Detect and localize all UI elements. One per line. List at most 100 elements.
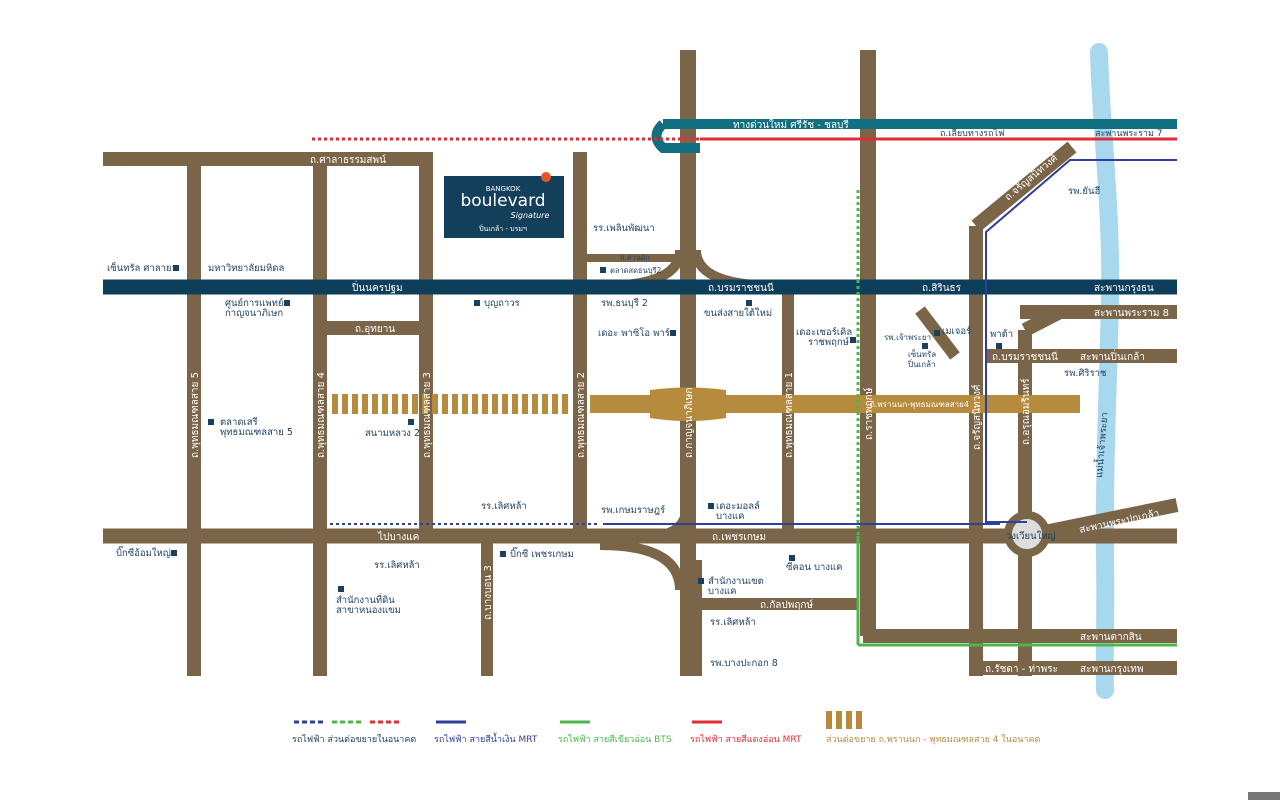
- chao-phraya-river: [1090, 43, 1120, 699]
- label-charan: ถ.จรัญสนิทวงศ์: [971, 384, 983, 450]
- svg-text:ปิ่นเกล้า - บรมฯ: ปิ่นเกล้า - บรมฯ: [479, 224, 527, 233]
- svg-text:บุญถาวร: บุญถาวร: [484, 298, 520, 309]
- svg-text:เมเจอร์: เมเจอร์: [942, 325, 971, 337]
- label-pm3: ถ.พุทธมณฑลสาย 3: [422, 372, 433, 458]
- label-wongwian-yai: วงเวียนใหญ่: [1006, 530, 1056, 542]
- label-pm2: ถ.พุทธมณฑลสาย 2: [576, 372, 587, 458]
- extension-stripe: [492, 394, 498, 414]
- label-kanchanaphisek: ถ.กาญจนาภิเษก: [684, 388, 695, 458]
- svg-text:รร.เพลินพัฒนา: รร.เพลินพัฒนา: [593, 223, 655, 234]
- extension-stripe: [422, 394, 428, 414]
- svg-text:บิ๊กซี เพชรเกษม: บิ๊กซี เพชรเกษม: [510, 546, 574, 560]
- label-bridge-krungthon: สะพานกรุงธน: [1094, 283, 1154, 294]
- extension-stripe: [462, 394, 468, 414]
- label-pm1: ถ.พุทธมณฑลสาย 1: [784, 372, 795, 458]
- wongwian-yai-circle: [1004, 511, 1050, 557]
- label-pm5: ถ.พุทธมณฑลสาย 5: [190, 372, 201, 458]
- svg-text:เซ็นทรัล: เซ็นทรัล: [908, 349, 936, 359]
- svg-text:รพ.เจ้าพระยา: รพ.เจ้าพระยา: [884, 333, 931, 342]
- svg-text:รพ.บางปะกอก 8: รพ.บางปะกอก 8: [710, 658, 778, 669]
- svg-text:boulevard: boulevard: [460, 191, 545, 211]
- label-pin-nakhon: ปิ่นนครปฐม: [351, 280, 402, 294]
- svg-text:รพ.เกษมราษฎร์: รพ.เกษมราษฎร์: [601, 504, 665, 516]
- label-ratchada-thaphra: ถ.รัชดา - ท่าพระ: [985, 664, 1058, 675]
- label-bridge-pinklao: สะพานปิ่นเกล้า: [1080, 349, 1145, 363]
- label-phran-nok: ถ.พรานนก-พุทธมณฑลสาย4: [870, 400, 969, 409]
- svg-text:สำนักงานเขต: สำนักงานเขต: [708, 576, 764, 587]
- svg-text:BANGKOK: BANGKOK: [486, 185, 521, 193]
- svg-text:เซ็นทรัล ศาลายา: เซ็นทรัล ศาลายา: [107, 261, 177, 274]
- extension-stripe: [332, 394, 338, 414]
- label-bridge-rama7: สะพานพระราม 7: [1095, 129, 1162, 139]
- label-bridge-taksin: สะพานตากสิน: [1080, 632, 1142, 643]
- label-phetkasem: ถ.เพชรเกษม: [712, 532, 766, 543]
- svg-text:บางแค: บางแค: [708, 586, 736, 597]
- extension-stripe: [402, 394, 408, 414]
- svg-text:พาต้า: พาต้า: [990, 329, 1013, 340]
- extension-stripe: [472, 394, 478, 414]
- extension-stripe: [452, 394, 458, 414]
- extension-stripe: [542, 394, 548, 414]
- svg-text:สนามหลวง 2: สนามหลวง 2: [365, 428, 420, 439]
- mrt-blue-line: [603, 159, 1177, 525]
- svg-text:รถไฟฟ้า สายสีแดงอ่อน MRT: รถไฟฟ้า สายสีแดงอ่อน MRT: [690, 734, 802, 745]
- svg-text:สาขาหนองแขม: สาขาหนองแขม: [336, 605, 401, 616]
- svg-text:ตลาดเสรี: ตลาดเสรี: [220, 416, 258, 428]
- svg-text:Signature: Signature: [511, 211, 550, 220]
- extension-stripe: [382, 394, 388, 414]
- extension-stripe: [562, 394, 568, 414]
- extension-stripe: [482, 394, 488, 414]
- extension-stripe: [522, 394, 528, 414]
- svg-text:รถไฟฟ้า สายสีเขียวอ่อน BTS: รถไฟฟ้า สายสีเขียวอ่อน BTS: [558, 734, 672, 745]
- svg-text:รร.เลิศหล้า: รร.เลิศหล้า: [481, 501, 527, 512]
- label-charansanitwong: ถ.จรัญสนิทวงศ์: [1002, 152, 1060, 204]
- svg-text:เดอะมอลล์: เดอะมอลล์: [716, 500, 760, 512]
- svg-text:ตลาดสดธนบุรี2: ตลาดสดธนบุรี2: [610, 266, 661, 275]
- svg-text:รถไฟฟ้า ส่วนต่อขยายในอนาคต: รถไฟฟ้า ส่วนต่อขยายในอนาคต: [292, 734, 416, 745]
- road-network: [103, 50, 1179, 676]
- poi-labels: เซ็นทรัล ศาลายา มหาวิทยาลัยมหิดล ศูนย์กา…: [107, 185, 1107, 669]
- label-bridge-rama8: สะพานพระราม 8: [1094, 308, 1169, 319]
- svg-text:ส่วนต่อขยาย ถ.พรานนก - พุทธมณฑ: ส่วนต่อขยาย ถ.พรานนก - พุทธมณฑลสาย 4 ในอ…: [826, 734, 1040, 745]
- label-rail-side: ถ.เลียบทางรถไฟ: [940, 128, 1004, 139]
- label-arun: ถ.อรุณอมรินทร์: [1020, 378, 1032, 445]
- svg-text:รพ.ยันฮี: รพ.ยันฮี: [1068, 185, 1100, 197]
- extension-stripe: [372, 394, 378, 414]
- svg-text:รพ.ศิริราช: รพ.ศิริราช: [1064, 368, 1107, 379]
- svg-text:ขนส่งสายใต้ใหม่: ขนส่งสายใต้ใหม่: [704, 307, 772, 319]
- extension-stripe: [342, 394, 348, 414]
- extension-stripe: [552, 394, 558, 414]
- corner-bar: [1248, 792, 1280, 800]
- svg-text:พุทธมณฑลสาย 5: พุทธมณฑลสาย 5: [220, 427, 293, 438]
- svg-text:มหาวิทยาลัยมหิดล: มหาวิทยาลัยมหิดล: [208, 263, 284, 274]
- svg-text:ปิ่นเกล้า: ปิ่นเกล้า: [907, 358, 935, 369]
- svg-text:ศูนย์การแพทย์: ศูนย์การแพทย์: [225, 297, 284, 309]
- extension-stripe: [532, 394, 538, 414]
- svg-text:ราชพฤกษ์: ราชพฤกษ์: [808, 336, 849, 348]
- label-utthayan: ถ.อุทยาน: [355, 324, 395, 335]
- label-bang-bon3: ถ.บางบอน 3: [483, 565, 494, 620]
- extension-road: [332, 387, 1080, 421]
- label-pm4: ถ.พุทธมณฑลสาย 4: [316, 372, 327, 458]
- label-kanlapaphruek: ถ.กัลปพฤกษ์: [760, 599, 813, 611]
- label-boromratchonnani: ถ.บรมราชชนนี: [708, 282, 774, 294]
- extension-stripe: [442, 394, 448, 414]
- label-boromratchonnani2: ถ.บรมราชชนนี: [992, 351, 1058, 363]
- svg-text:บิ๊กซีอ้อมใหญ่: บิ๊กซีอ้อมใหญ่: [116, 545, 171, 559]
- label-sirindhorn: ถ.สิรินธร: [922, 283, 962, 294]
- extension-stripe: [392, 394, 398, 414]
- extension-stripe: [352, 394, 358, 414]
- extension-stripe: [432, 394, 438, 414]
- svg-text:สำนักงานที่ดิน: สำนักงานที่ดิน: [336, 593, 395, 606]
- svg-text:กาญจนาภิเษก: กาญจนาภิเษก: [225, 308, 283, 319]
- map-legend: รถไฟฟ้า ส่วนต่อขยายในอนาคต รถไฟฟ้า สายสี…: [292, 711, 1040, 745]
- label-bridge-krungthep: สะพานกรุงเทพ: [1080, 664, 1143, 675]
- svg-text:รร.เลิศหล้า: รร.เลิศหล้า: [710, 617, 756, 628]
- extension-stripe: [362, 394, 368, 414]
- svg-text:เดอะ พาซิโอ พาร์ค: เดอะ พาซิโอ พาร์ค: [598, 327, 676, 339]
- label-ratchaphruek: ถ.ราชพฤกษ์: [863, 387, 875, 440]
- label-sala-tham: ถ.ศาลาธรรมสพน์: [310, 154, 386, 166]
- svg-text:รถไฟฟ้า สายสีน้ำเงิน MRT: รถไฟฟ้า สายสีน้ำเงิน MRT: [434, 732, 538, 745]
- svg-text:ถ.สวนผัก: ถ.สวนผัก: [620, 253, 650, 262]
